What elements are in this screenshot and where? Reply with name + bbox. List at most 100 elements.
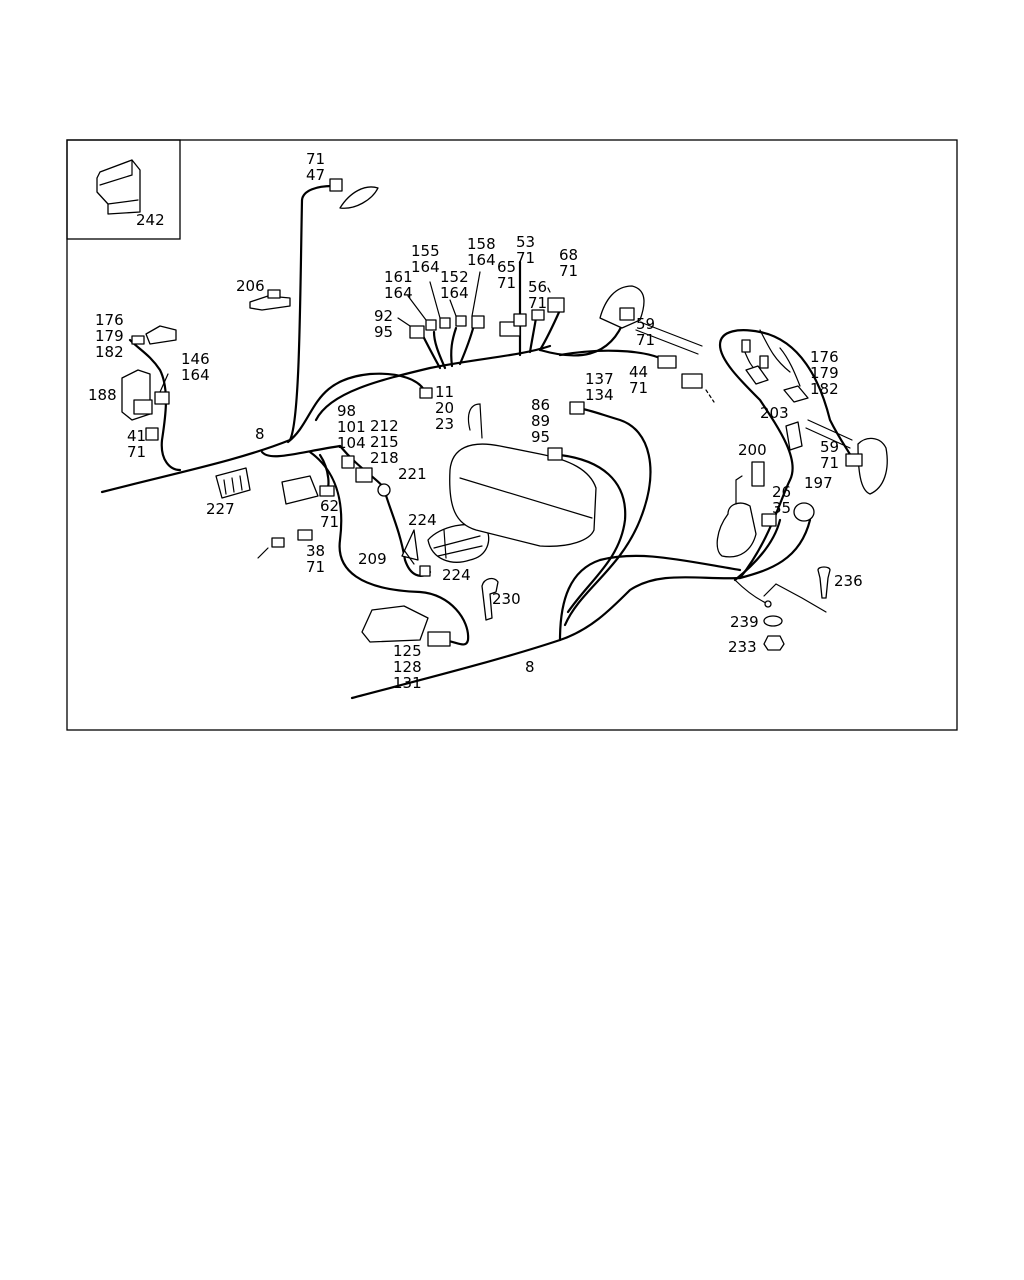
part-203 <box>785 421 803 451</box>
callout-c176-179-182-left-line-1: 179 <box>95 327 124 345</box>
branch-wires <box>734 329 801 605</box>
callout-c65-71-line-0: 65 <box>497 258 516 276</box>
callout-c146-164-line-0: 146 <box>181 350 210 368</box>
callout-c212-215-218-line-0: 212 <box>370 417 399 435</box>
callout-c59-71-right-line-0: 59 <box>820 438 839 456</box>
callout-c68-71-line-1: 71 <box>559 262 578 280</box>
callout-c59-71-top-line-1: 71 <box>636 331 655 349</box>
connector-53-71 <box>513 313 527 327</box>
callout-c212-215-218-line-2: 218 <box>370 449 399 467</box>
part-module-62-71 <box>281 475 335 505</box>
callout-c236-line-0: 236 <box>834 572 863 590</box>
connector-38-71 <box>257 529 313 559</box>
connector-group-152-164 <box>425 315 485 331</box>
part-washer-239 <box>763 615 783 627</box>
part-bolt-236 <box>763 566 831 613</box>
callout-c44-71-line-1: 71 <box>629 379 648 397</box>
callout-c176-179-182-right-line-2: 182 <box>810 380 839 398</box>
callout-c209-line-0: 209 <box>358 550 387 568</box>
callout-c155-164-line-0: 155 <box>411 242 440 260</box>
callout-c26-35-line-1: 35 <box>772 499 791 517</box>
callout-c125-128-131-line-0: 125 <box>393 642 422 660</box>
callout-c242-line-0: 242 <box>136 211 165 229</box>
callout-c230-line-0: 230 <box>492 590 521 608</box>
connector-92-95 <box>409 325 425 339</box>
callout-c158-164-line-0: 158 <box>467 235 496 253</box>
callout-c188-line-0: 188 <box>88 386 117 404</box>
connector-176-179-182-left <box>131 325 177 345</box>
connector-41-71 <box>145 427 159 441</box>
connector-86-89-95 <box>547 447 563 461</box>
callout-c71-47-line-0: 71 <box>306 150 325 168</box>
callout-c11-20-23-line-1: 20 <box>435 399 454 417</box>
part-206 <box>249 289 291 311</box>
callout-c158-164-line-1: 164 <box>467 251 496 269</box>
callout-c152-164-line-1: 164 <box>440 284 469 302</box>
connector-56-71 <box>531 309 545 321</box>
callout-c203-line-0: 203 <box>760 404 789 422</box>
part-188 <box>121 369 153 421</box>
callout-c176-179-182-right-line-0: 176 <box>810 348 839 366</box>
connector-98-101-104 <box>341 455 355 469</box>
callout-c92-95-line-0: 92 <box>374 307 393 325</box>
callout-c137-134-line-0: 137 <box>585 370 614 388</box>
callout-c26-35-line-0: 26 <box>772 483 791 501</box>
callout-c137-134-line-1: 134 <box>585 386 614 404</box>
part-taillight-right-59-71 <box>805 419 888 495</box>
callout-c38-71-line-0: 38 <box>306 542 325 560</box>
callout-c197-line-0: 197 <box>804 474 833 492</box>
callout-c86-89-95-line-0: 86 <box>531 396 550 414</box>
callout-c233-line-0: 233 <box>728 638 757 656</box>
callout-c161-164-line-1: 164 <box>384 284 413 302</box>
callout-c125-128-131-line-2: 131 <box>393 674 422 692</box>
part-taillight-left-59-71 <box>599 285 703 355</box>
connector-71-47 <box>329 178 343 192</box>
callout-c59-71-right-line-1: 71 <box>820 454 839 472</box>
callout-c8-left-line-0: 8 <box>255 425 265 443</box>
callout-c161-164-line-0: 161 <box>384 268 413 286</box>
part-connectors-176-179-182-right <box>741 339 809 403</box>
part-nut-233 <box>763 635 785 651</box>
callout-c92-95-line-1: 95 <box>374 323 393 341</box>
callout-c44-71-line-0: 44 <box>629 363 648 381</box>
callout-c38-71-line-1: 71 <box>306 558 325 576</box>
connector-212-215-218 <box>355 467 373 483</box>
part-washer-reservoir <box>716 475 757 558</box>
callout-c146-164-line-1: 164 <box>181 366 210 384</box>
part-221 <box>377 483 391 497</box>
callout-c200-line-0: 200 <box>738 441 767 459</box>
callout-c125-128-131-line-1: 128 <box>393 658 422 676</box>
callout-c176-179-182-right-line-1: 179 <box>810 364 839 382</box>
part-230 <box>481 577 499 621</box>
callout-c98-101-104-line-1: 101 <box>337 418 366 436</box>
callout-c41-71-line-1: 71 <box>127 443 146 461</box>
connector-44-71 <box>657 355 715 403</box>
leader-lines <box>159 271 551 565</box>
part-ring-terminal <box>764 600 772 608</box>
part-fuel-tank <box>449 403 597 547</box>
callout-c155-164-line-1: 164 <box>411 258 440 276</box>
part-227 <box>215 467 251 499</box>
callout-c53-71-line-1: 71 <box>516 249 535 267</box>
part-module-125-128-131 <box>361 605 451 647</box>
callout-c86-89-95-line-2: 95 <box>531 428 550 446</box>
callout-c65-71-line-1: 71 <box>497 274 516 292</box>
callout-c224-top-line-0: 224 <box>408 511 437 529</box>
callout-c62-71-line-0: 62 <box>320 497 339 515</box>
callout-c71-47-line-1: 47 <box>306 166 325 184</box>
callout-c11-20-23-line-2: 23 <box>435 415 454 433</box>
main-harness <box>100 184 854 700</box>
callout-c176-179-182-left-line-2: 182 <box>95 343 124 361</box>
connector-137-134 <box>569 401 585 415</box>
callout-c227-line-0: 227 <box>206 500 235 518</box>
part-lamp-71-47 <box>339 186 379 209</box>
callout-c152-164-line-0: 152 <box>440 268 469 286</box>
callout-c224-bottom-line-0: 224 <box>442 566 471 584</box>
connector-11-20-23 <box>419 387 433 399</box>
callout-c98-101-104-line-2: 104 <box>337 434 366 452</box>
callout-c11-20-23-line-0: 11 <box>435 383 454 401</box>
part-grommet-197 <box>793 502 815 522</box>
connector-68-71 <box>547 297 565 313</box>
